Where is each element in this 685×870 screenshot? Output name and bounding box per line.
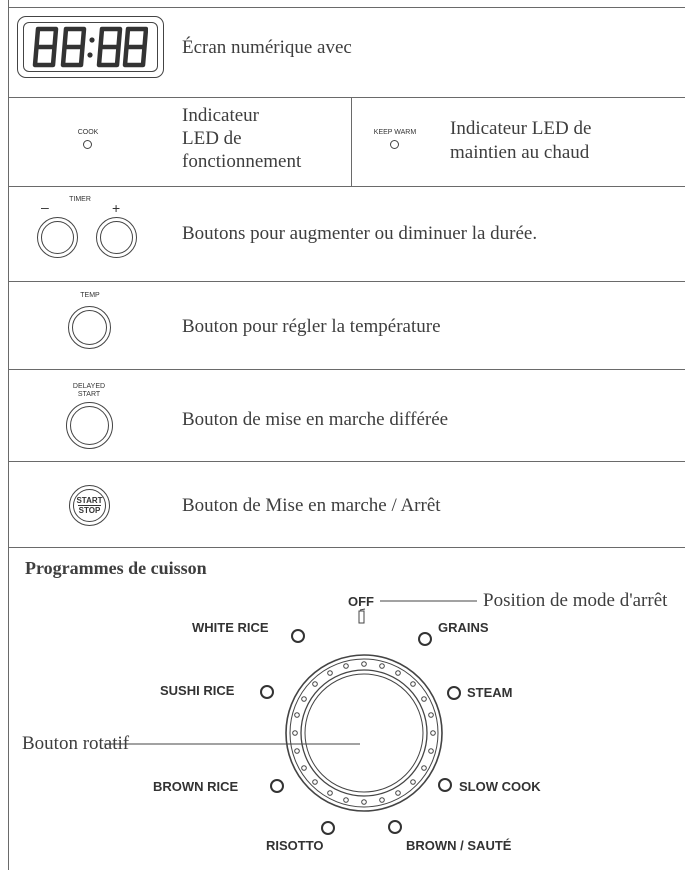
rotary-knob-description: Bouton rotatif bbox=[22, 733, 130, 754]
temp-description: Bouton pour régler la température bbox=[182, 316, 441, 337]
display-description: Écran numérique avec bbox=[182, 37, 352, 58]
timer-plus-button[interactable] bbox=[96, 217, 137, 258]
brown-rice-label: BROWN RICE bbox=[153, 779, 239, 794]
slow-cook-label: SLOW COOK bbox=[459, 779, 541, 794]
row-divider bbox=[8, 547, 685, 548]
row-divider bbox=[8, 186, 685, 187]
temp-label: TEMP bbox=[80, 292, 100, 299]
left-border bbox=[8, 0, 9, 870]
rotary-dial-icon bbox=[104, 600, 477, 812]
sushi-rice-label: SUSHI RICE bbox=[160, 683, 235, 698]
risotto-label: RISOTTO bbox=[266, 838, 324, 853]
cook-led-label: COOK bbox=[77, 129, 99, 136]
white-rice-led-icon bbox=[291, 629, 305, 643]
display-digits-icon bbox=[32, 26, 148, 68]
risotto-led-icon bbox=[321, 821, 335, 835]
row-divider bbox=[8, 97, 685, 98]
steam-led-icon bbox=[447, 686, 461, 700]
column-divider bbox=[351, 97, 352, 186]
keep-warm-led-description: Indicateur LED de maintien au chaud bbox=[450, 118, 592, 163]
start-stop-button[interactable]: START STOP bbox=[69, 485, 110, 526]
row-divider bbox=[8, 7, 685, 8]
temp-button[interactable] bbox=[68, 306, 111, 349]
timer-plus-label: + bbox=[112, 200, 121, 216]
delayed-start-label: DELAYED START bbox=[72, 383, 106, 398]
sushi-rice-led-icon bbox=[260, 685, 274, 699]
timer-minus-button[interactable] bbox=[37, 217, 78, 258]
row-divider bbox=[8, 369, 685, 370]
timer-minus-label: – bbox=[41, 199, 49, 215]
keep-warm-led-icon bbox=[390, 140, 399, 149]
programs-heading: Programmes de cuisson bbox=[25, 558, 207, 578]
brown-saute-label: BROWN / SAUTÉ bbox=[406, 838, 512, 853]
brown-rice-led-icon bbox=[270, 779, 284, 793]
start-stop-description: Bouton de Mise en marche / Arrêt bbox=[182, 495, 441, 516]
digital-display bbox=[17, 16, 164, 78]
row-divider bbox=[8, 281, 685, 282]
delayed-start-description: Bouton de mise en marche différée bbox=[182, 409, 449, 430]
keep-warm-led-label: KEEP WARM bbox=[373, 129, 417, 136]
slow-cook-led-icon bbox=[438, 778, 452, 792]
cook-led-description: Indicateur LED de fonctionnement bbox=[182, 105, 302, 172]
row-divider bbox=[8, 461, 685, 462]
start-label: START bbox=[76, 496, 103, 505]
stop-label: STOP bbox=[78, 506, 101, 515]
steam-label: STEAM bbox=[467, 685, 513, 700]
off-position-description: Position de mode d'arrêt bbox=[483, 590, 668, 611]
white-rice-label: WHITE RICE bbox=[192, 620, 269, 635]
delayed-start-button[interactable] bbox=[66, 402, 113, 449]
brown-saute-led-icon bbox=[388, 820, 402, 834]
cook-led-icon bbox=[83, 140, 92, 149]
timer-label: TIMER bbox=[69, 196, 91, 203]
grains-label: GRAINS bbox=[438, 620, 489, 635]
off-label: OFF bbox=[348, 594, 374, 609]
timer-description: Boutons pour augmenter ou diminuer la du… bbox=[182, 223, 538, 244]
grains-led-icon bbox=[418, 632, 432, 646]
